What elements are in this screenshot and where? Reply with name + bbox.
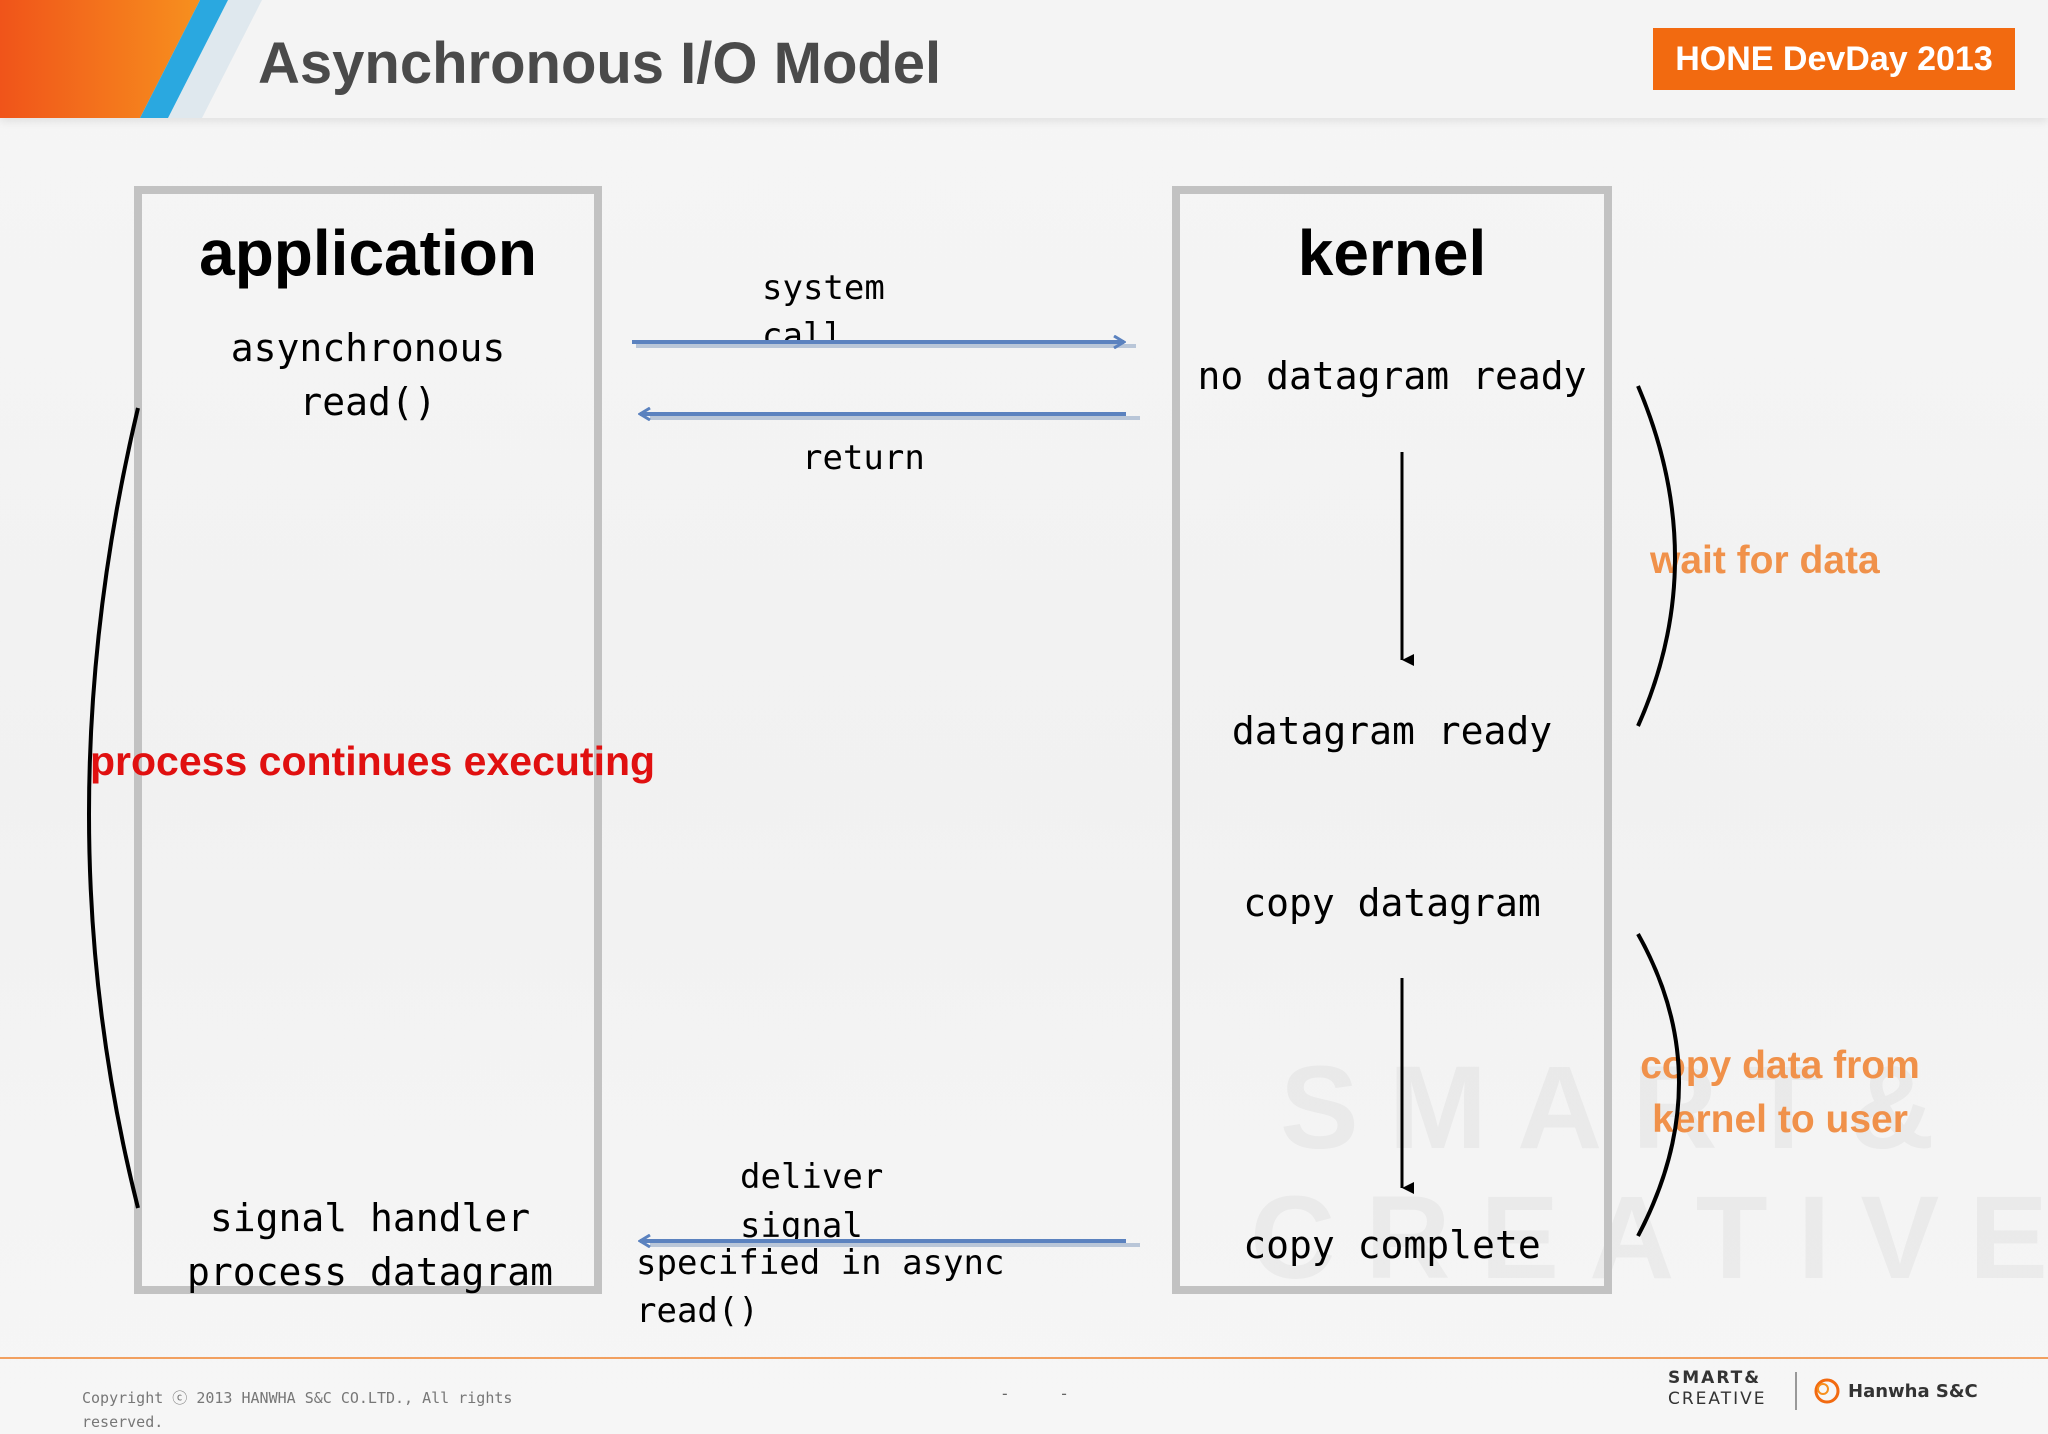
footer-divider	[0, 1357, 2048, 1359]
specified-async-label-line1: specified in async	[636, 1243, 1005, 1283]
application-box: application	[134, 186, 602, 1294]
logo-separator	[1795, 1372, 1797, 1410]
copy-complete-label: copy complete	[1243, 1223, 1541, 1267]
logo-line2: CREATIVE	[1668, 1389, 1767, 1409]
kernel-box: kernel	[1172, 186, 1612, 1294]
deliver-signal-label-line1: deliver	[740, 1157, 884, 1197]
wait-for-data-label: wait for data	[1650, 539, 1880, 582]
system-call-arrow	[632, 342, 1136, 346]
process-continues-label: process continues executing	[90, 738, 656, 784]
watermark-line2: CREATIVE	[1250, 1172, 2048, 1304]
application-title: application	[199, 217, 537, 289]
datagram-ready-label: datagram ready	[1231, 709, 1553, 753]
copy-data-label-line1: copy data from	[1640, 1044, 1920, 1087]
logo-line1: SMART&	[1668, 1368, 1762, 1388]
page-number: - -	[1000, 1384, 1089, 1403]
async-read-line2: read()	[299, 380, 437, 424]
copyright-notice: Copyright ⓒ 2013 HANWHA S&C CO.LTD., All…	[82, 1389, 513, 1431]
hanwha-logo-icon	[1814, 1378, 1840, 1404]
wait-for-data-bracket	[1636, 385, 1677, 727]
hanwha-logo-text: Hanwha S&C	[1848, 1380, 1978, 1402]
page-title: Asynchronous I/O Model	[258, 31, 942, 96]
header-bar: Asynchronous I/O Model HONE DevDay 2013	[0, 0, 2048, 118]
return-label: return	[802, 438, 925, 478]
signal-handler-line1: signal handler	[209, 1196, 531, 1240]
header-accent-shape	[0, 0, 262, 118]
no-datagram-ready-label: no datagram ready	[1197, 354, 1587, 398]
copy-datagram-label: copy datagram	[1243, 881, 1541, 925]
signal-handler-line2: process datagram	[186, 1250, 554, 1294]
smart-creative-logo: SMART& CREATIVE	[1668, 1368, 1767, 1410]
copy-data-label-line2: kernel to user	[1652, 1098, 1908, 1141]
system-call-label-line2: call	[762, 316, 844, 356]
process-continues-bracket	[87, 407, 140, 1209]
hanwha-logo: Hanwha S&C	[1812, 1376, 1978, 1406]
event-badge: HONE DevDay 2013	[1653, 28, 2015, 90]
copy-data-bracket	[1636, 933, 1681, 1237]
kernel-title: kernel	[1297, 217, 1487, 289]
deliver-signal-arrow	[640, 1241, 1140, 1245]
system-call-label-line1: system	[762, 268, 885, 308]
async-read-line1: asynchronous	[230, 326, 506, 370]
specified-async-label-line2: read()	[636, 1291, 759, 1331]
return-arrow	[640, 414, 1140, 418]
